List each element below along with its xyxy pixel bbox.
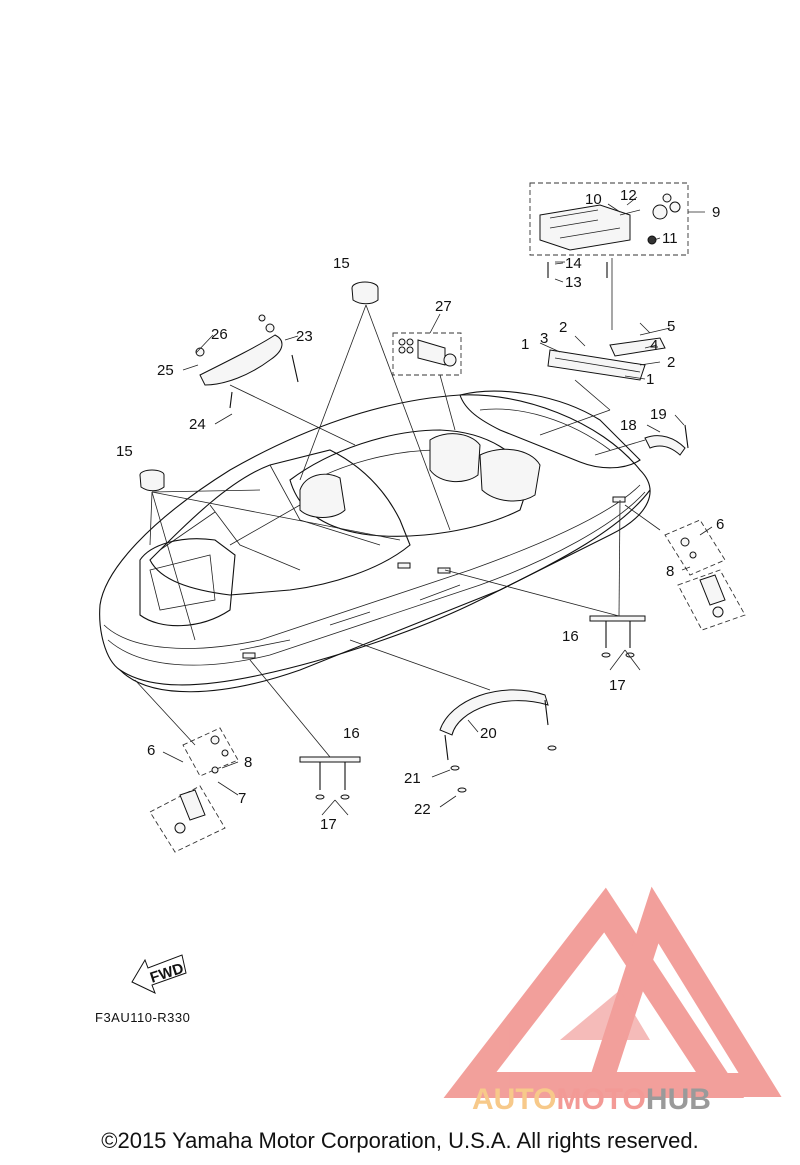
watermark-hub: HUB xyxy=(645,1083,711,1116)
callout-8-left: 8 xyxy=(244,754,252,771)
part-9-assembly xyxy=(529,182,705,330)
callout-16-left: 16 xyxy=(343,725,360,742)
callout-21: 21 xyxy=(404,770,421,787)
callout-11: 11 xyxy=(662,230,678,247)
grab-rail-part-20 xyxy=(349,639,557,793)
callout-7: 7 xyxy=(238,790,246,807)
callout-8-right: 8 xyxy=(666,563,674,580)
diagram-reference-code: F3AU110-R330 xyxy=(95,1010,191,1025)
callout-2-bottom: 2 xyxy=(667,354,675,371)
callout-numbers: 15 15 27 26 23 25 24 10 12 9 11 14 13 2 … xyxy=(116,187,724,833)
callout-26: 26 xyxy=(211,326,228,343)
callout-18: 18 xyxy=(620,417,637,434)
callout-22: 22 xyxy=(414,801,431,818)
callout-14: 14 xyxy=(565,255,582,272)
callout-20: 20 xyxy=(480,725,497,742)
forward-direction-icon: FWD xyxy=(131,954,187,994)
cleat-left xyxy=(249,659,361,816)
copyright-notice: ©2015 Yamaha Motor Corporation, U.S.A. A… xyxy=(101,1128,699,1153)
callout-15-left: 15 xyxy=(116,443,133,460)
hose-part-18 xyxy=(594,424,689,456)
callout-17-left: 17 xyxy=(320,816,337,833)
callout-2-top: 2 xyxy=(559,319,567,336)
callout-1-bottom: 1 xyxy=(646,371,654,388)
boat-hull-illustration xyxy=(99,390,651,693)
callout-25: 25 xyxy=(157,362,174,379)
callout-9: 9 xyxy=(712,204,720,221)
leader-lines xyxy=(162,196,713,808)
tow-eye-left xyxy=(134,679,239,853)
watermark-auto: AUTO xyxy=(472,1083,557,1116)
part-1-5-rail xyxy=(539,327,671,436)
cleat-right xyxy=(444,499,646,671)
callout-24: 24 xyxy=(189,416,206,433)
callout-6-right: 6 xyxy=(716,516,724,533)
watermark-logo-icon xyxy=(443,886,782,1098)
callout-15-top: 15 xyxy=(333,255,350,272)
callout-4: 4 xyxy=(650,337,658,354)
fwd-label: FWD xyxy=(148,960,186,987)
cup-holder-parts xyxy=(139,281,451,641)
callout-3: 3 xyxy=(540,330,548,347)
callout-10: 10 xyxy=(585,191,602,208)
callout-6-left: 6 xyxy=(147,742,155,759)
callout-27: 27 xyxy=(435,298,452,315)
watermark-moto: MOTO xyxy=(556,1083,646,1116)
callout-19: 19 xyxy=(650,406,667,423)
callout-17-right: 17 xyxy=(609,677,626,694)
part-27-assembly xyxy=(392,332,462,431)
tow-eye-right xyxy=(624,504,746,631)
callout-16-right: 16 xyxy=(562,628,579,645)
callout-12: 12 xyxy=(620,187,637,204)
callout-23: 23 xyxy=(296,328,313,345)
grab-handle-assembly xyxy=(195,314,356,446)
callout-13: 13 xyxy=(565,274,582,291)
callout-1-top: 1 xyxy=(521,336,529,353)
callout-5: 5 xyxy=(667,318,675,335)
watermark-text: AUTOMOTOHUB xyxy=(472,1083,711,1117)
